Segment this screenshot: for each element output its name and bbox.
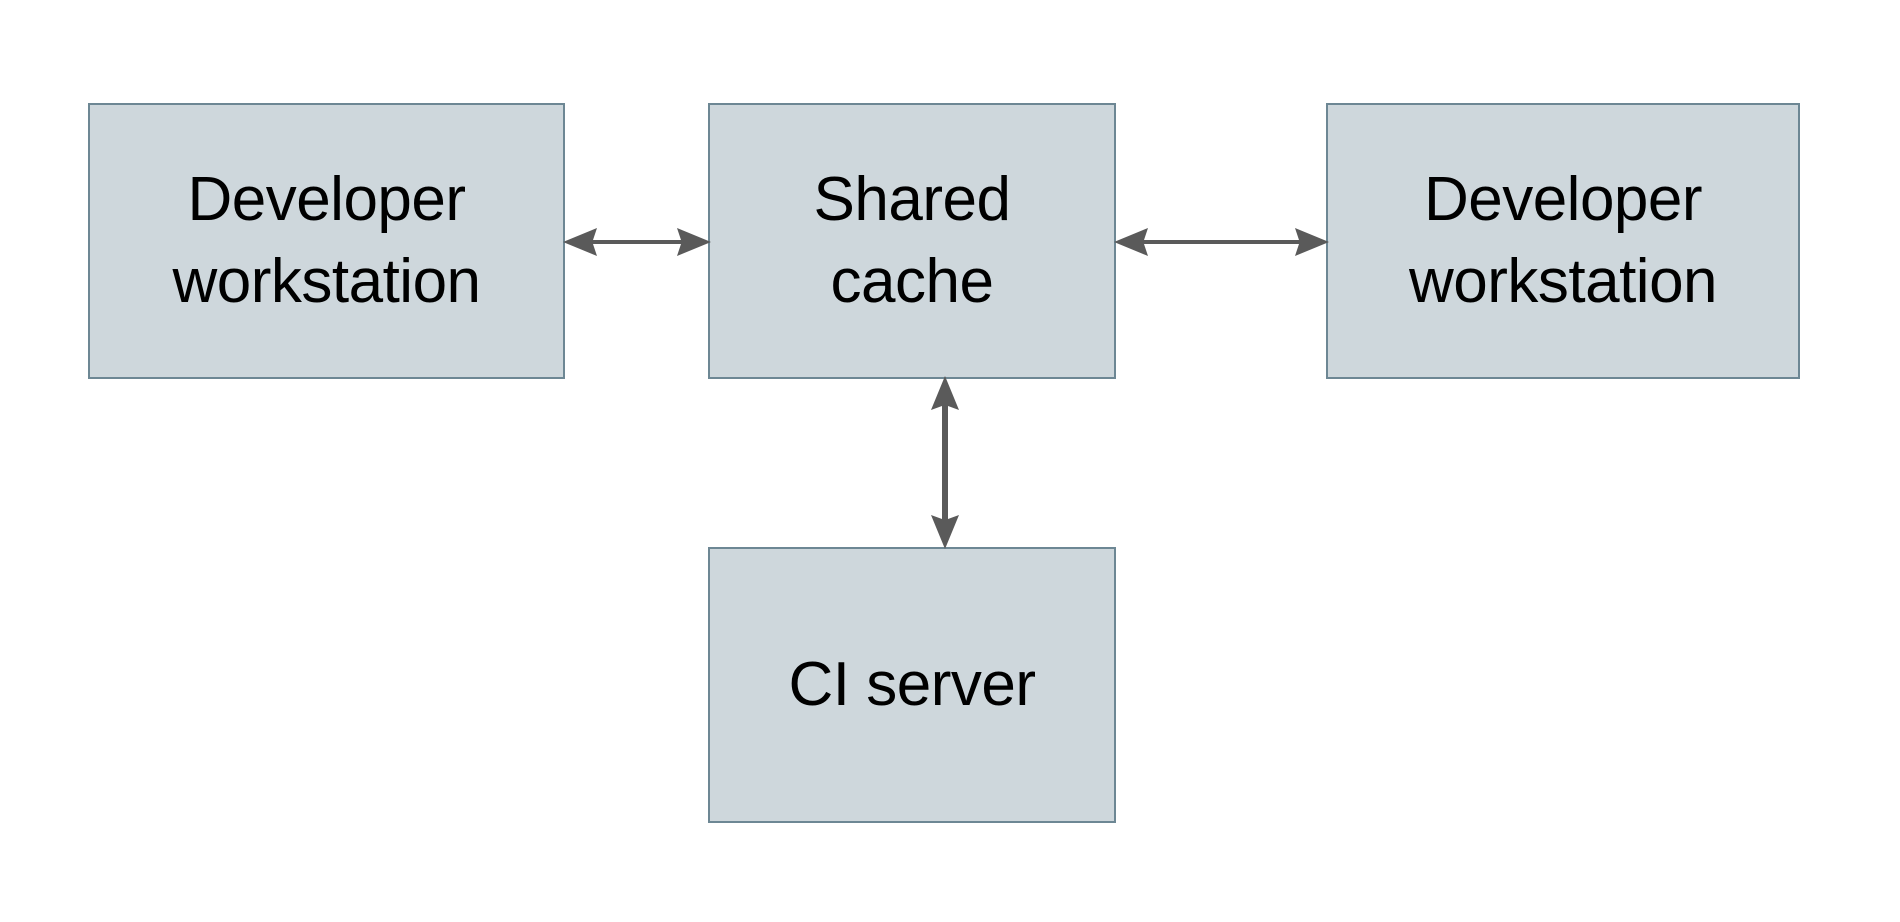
edge-dev-left-to-shared-cache[interactable]	[563, 206, 711, 278]
double-arrow-icon	[1114, 228, 1329, 256]
edge-shared-cache-to-ci-server[interactable]	[908, 376, 982, 549]
edge-shared-cache-to-dev-right[interactable]	[1114, 206, 1329, 278]
node-label: Shared cache	[813, 164, 1011, 316]
node-developer-workstation-left[interactable]: Developer workstation	[88, 103, 565, 379]
node-ci-server[interactable]: CI server	[708, 547, 1116, 823]
node-label: Developer workstation	[1408, 164, 1718, 316]
double-arrow-icon	[931, 376, 959, 549]
node-developer-workstation-right[interactable]: Developer workstation	[1326, 103, 1800, 379]
node-label: CI server	[788, 649, 1036, 719]
node-shared-cache[interactable]: Shared cache	[708, 103, 1116, 379]
node-label: Developer workstation	[172, 164, 481, 316]
double-arrow-icon	[563, 228, 711, 256]
